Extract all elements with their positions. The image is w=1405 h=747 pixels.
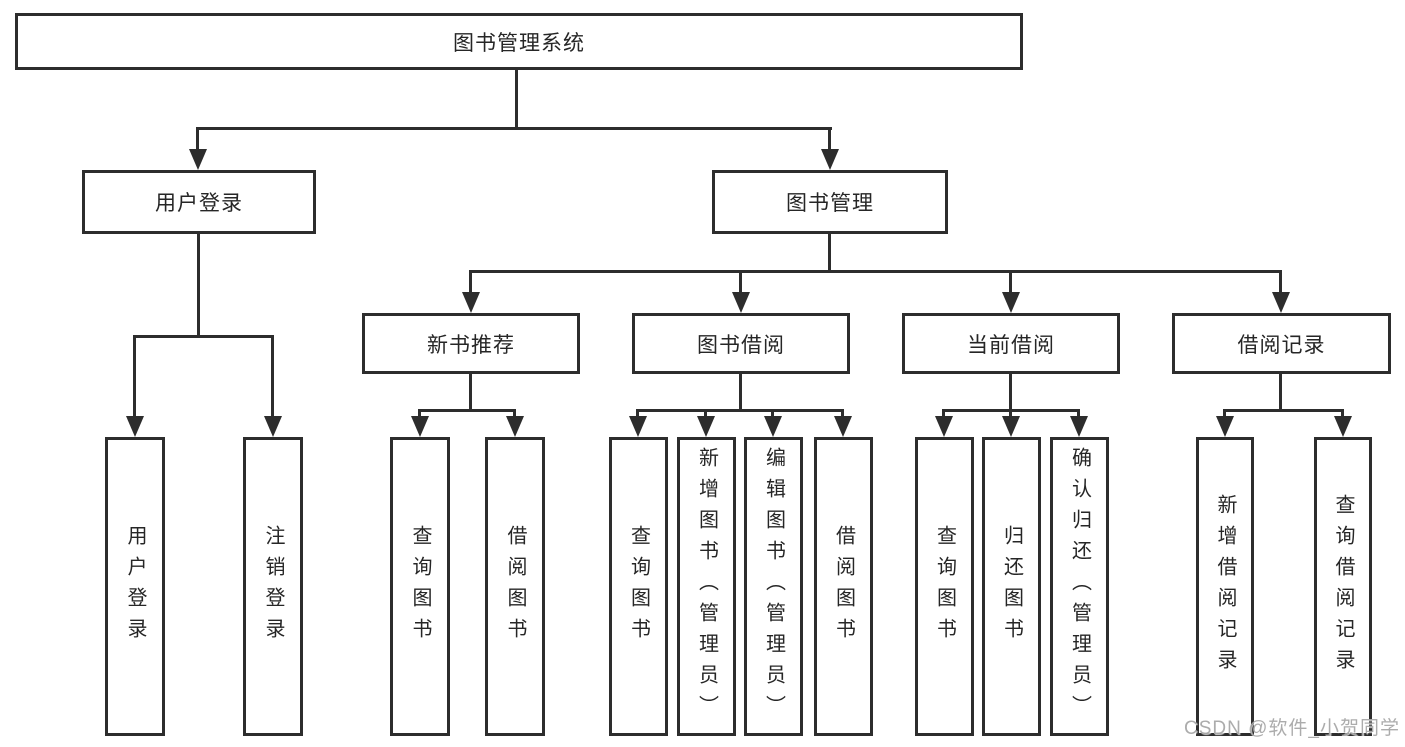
csdn-watermark: CSDN @软件_小贺同学 [1184, 718, 1400, 739]
connector-vline [1341, 409, 1344, 421]
connector-hline [1223, 409, 1344, 412]
arrow-down-icon [935, 416, 953, 437]
node-borrow-records-label: 借阅记录 [1237, 333, 1326, 357]
node-current-borrow-label: 当前借阅 [967, 333, 1055, 357]
leaf-borrow-borrow-books-label: 借阅图书 [832, 524, 855, 649]
leaf-borrow-edit-books-admin-label: 编辑图书（管理员） [762, 447, 785, 726]
connector-hline [133, 335, 274, 338]
connector-vline [1223, 409, 1226, 421]
arrow-down-icon [1070, 416, 1088, 437]
connector-hline [418, 409, 516, 412]
arrow-down-icon [1272, 292, 1290, 313]
node-book-borrow-label: 图书借阅 [697, 333, 785, 357]
leaf-records-query-record-label: 查询借阅记录 [1332, 493, 1354, 680]
leaf-borrow-borrow-books: 借阅图书 [814, 437, 873, 736]
connector-vline [828, 234, 831, 270]
arrow-down-icon [126, 416, 144, 437]
arrow-down-icon [697, 416, 715, 437]
leaf-records-query-record: 查询借阅记录 [1314, 437, 1372, 736]
leaf-borrow-add-books-admin: 新增图书（管理员） [677, 437, 736, 736]
connector-vline [1077, 409, 1080, 421]
node-book-borrow: 图书借阅 [632, 313, 850, 374]
connector-vline [841, 409, 844, 421]
connector-vline [942, 409, 945, 421]
leaf-current-query-books: 查询图书 [915, 437, 974, 736]
arrow-down-icon [834, 416, 852, 437]
leaf-newrec-query-books: 查询图书 [390, 437, 450, 736]
connector-vline [197, 234, 200, 335]
leaf-borrow-edit-books-admin: 编辑图书（管理员） [744, 437, 803, 736]
connector-vline [704, 409, 707, 421]
connector-vline [1279, 374, 1282, 409]
leaf-current-confirm-return-admin: 确认归还（管理员） [1050, 437, 1109, 736]
leaf-newrec-borrow-books: 借阅图书 [485, 437, 545, 736]
connector-vline [515, 70, 518, 127]
connector-hline [636, 409, 844, 412]
leaf-records-add-record: 新增借阅记录 [1196, 437, 1254, 736]
leaf-user-login-label: 用户登录 [124, 524, 146, 649]
arrow-down-icon [462, 292, 480, 313]
leaf-borrow-query-books: 查询图书 [609, 437, 668, 736]
arrow-down-icon [821, 149, 839, 170]
node-root: 图书管理系统 [15, 13, 1023, 70]
node-user-login: 用户登录 [82, 170, 316, 234]
leaf-current-return-books-label: 归还图书 [1000, 524, 1023, 649]
node-book-management: 图书管理 [712, 170, 948, 234]
leaf-borrow-add-books-admin-label: 新增图书（管理员） [695, 447, 718, 726]
connector-vline [196, 127, 199, 153]
node-book-management-label: 图书管理 [786, 192, 874, 215]
node-user-login-label: 用户登录 [155, 192, 243, 215]
leaf-logout: 注销登录 [243, 437, 303, 736]
arrow-down-icon [1002, 416, 1020, 437]
connector-vline [1009, 409, 1012, 421]
arrow-down-icon [264, 416, 282, 437]
arrow-down-icon [764, 416, 782, 437]
connector-vline [1009, 270, 1012, 295]
leaf-current-return-books: 归还图书 [982, 437, 1041, 736]
leaf-current-confirm-return-admin-label: 确认归还（管理员） [1068, 447, 1091, 726]
leaf-current-query-books-label: 查询图书 [933, 524, 956, 649]
connector-vline [739, 270, 742, 295]
leaf-logout-label: 注销登录 [262, 524, 284, 649]
leaf-borrow-query-books-label: 查询图书 [627, 524, 650, 649]
leaf-newrec-query-books-label: 查询图书 [409, 524, 431, 649]
leaf-user-login: 用户登录 [105, 437, 165, 736]
arrow-down-icon [506, 416, 524, 437]
connector-vline [771, 409, 774, 421]
connector-vline [133, 335, 136, 419]
connector-vline [636, 409, 639, 421]
connector-vline [469, 374, 472, 409]
connector-vline [513, 409, 516, 421]
arrow-down-icon [629, 416, 647, 437]
arrow-down-icon [411, 416, 429, 437]
arrow-down-icon [189, 149, 207, 170]
connector-vline [828, 127, 831, 153]
connector-vline [418, 409, 421, 421]
node-new-book-recommend-label: 新书推荐 [427, 333, 515, 357]
connector-vline [271, 335, 274, 419]
connector-hline [196, 127, 832, 130]
connector-vline [739, 374, 742, 409]
arrow-down-icon [1334, 416, 1352, 437]
node-root-label: 图书管理系统 [453, 31, 585, 55]
connector-vline [1009, 374, 1012, 409]
connector-hline [469, 270, 1282, 273]
arrow-down-icon [732, 292, 750, 313]
connector-vline [1279, 270, 1282, 295]
arrow-down-icon [1002, 292, 1020, 313]
leaf-records-add-record-label: 新增借阅记录 [1214, 493, 1236, 680]
node-new-book-recommend: 新书推荐 [362, 313, 580, 374]
node-current-borrow: 当前借阅 [902, 313, 1120, 374]
connector-vline [469, 270, 472, 295]
leaf-newrec-borrow-books-label: 借阅图书 [504, 524, 526, 649]
node-borrow-records: 借阅记录 [1172, 313, 1391, 374]
arrow-down-icon [1216, 416, 1234, 437]
